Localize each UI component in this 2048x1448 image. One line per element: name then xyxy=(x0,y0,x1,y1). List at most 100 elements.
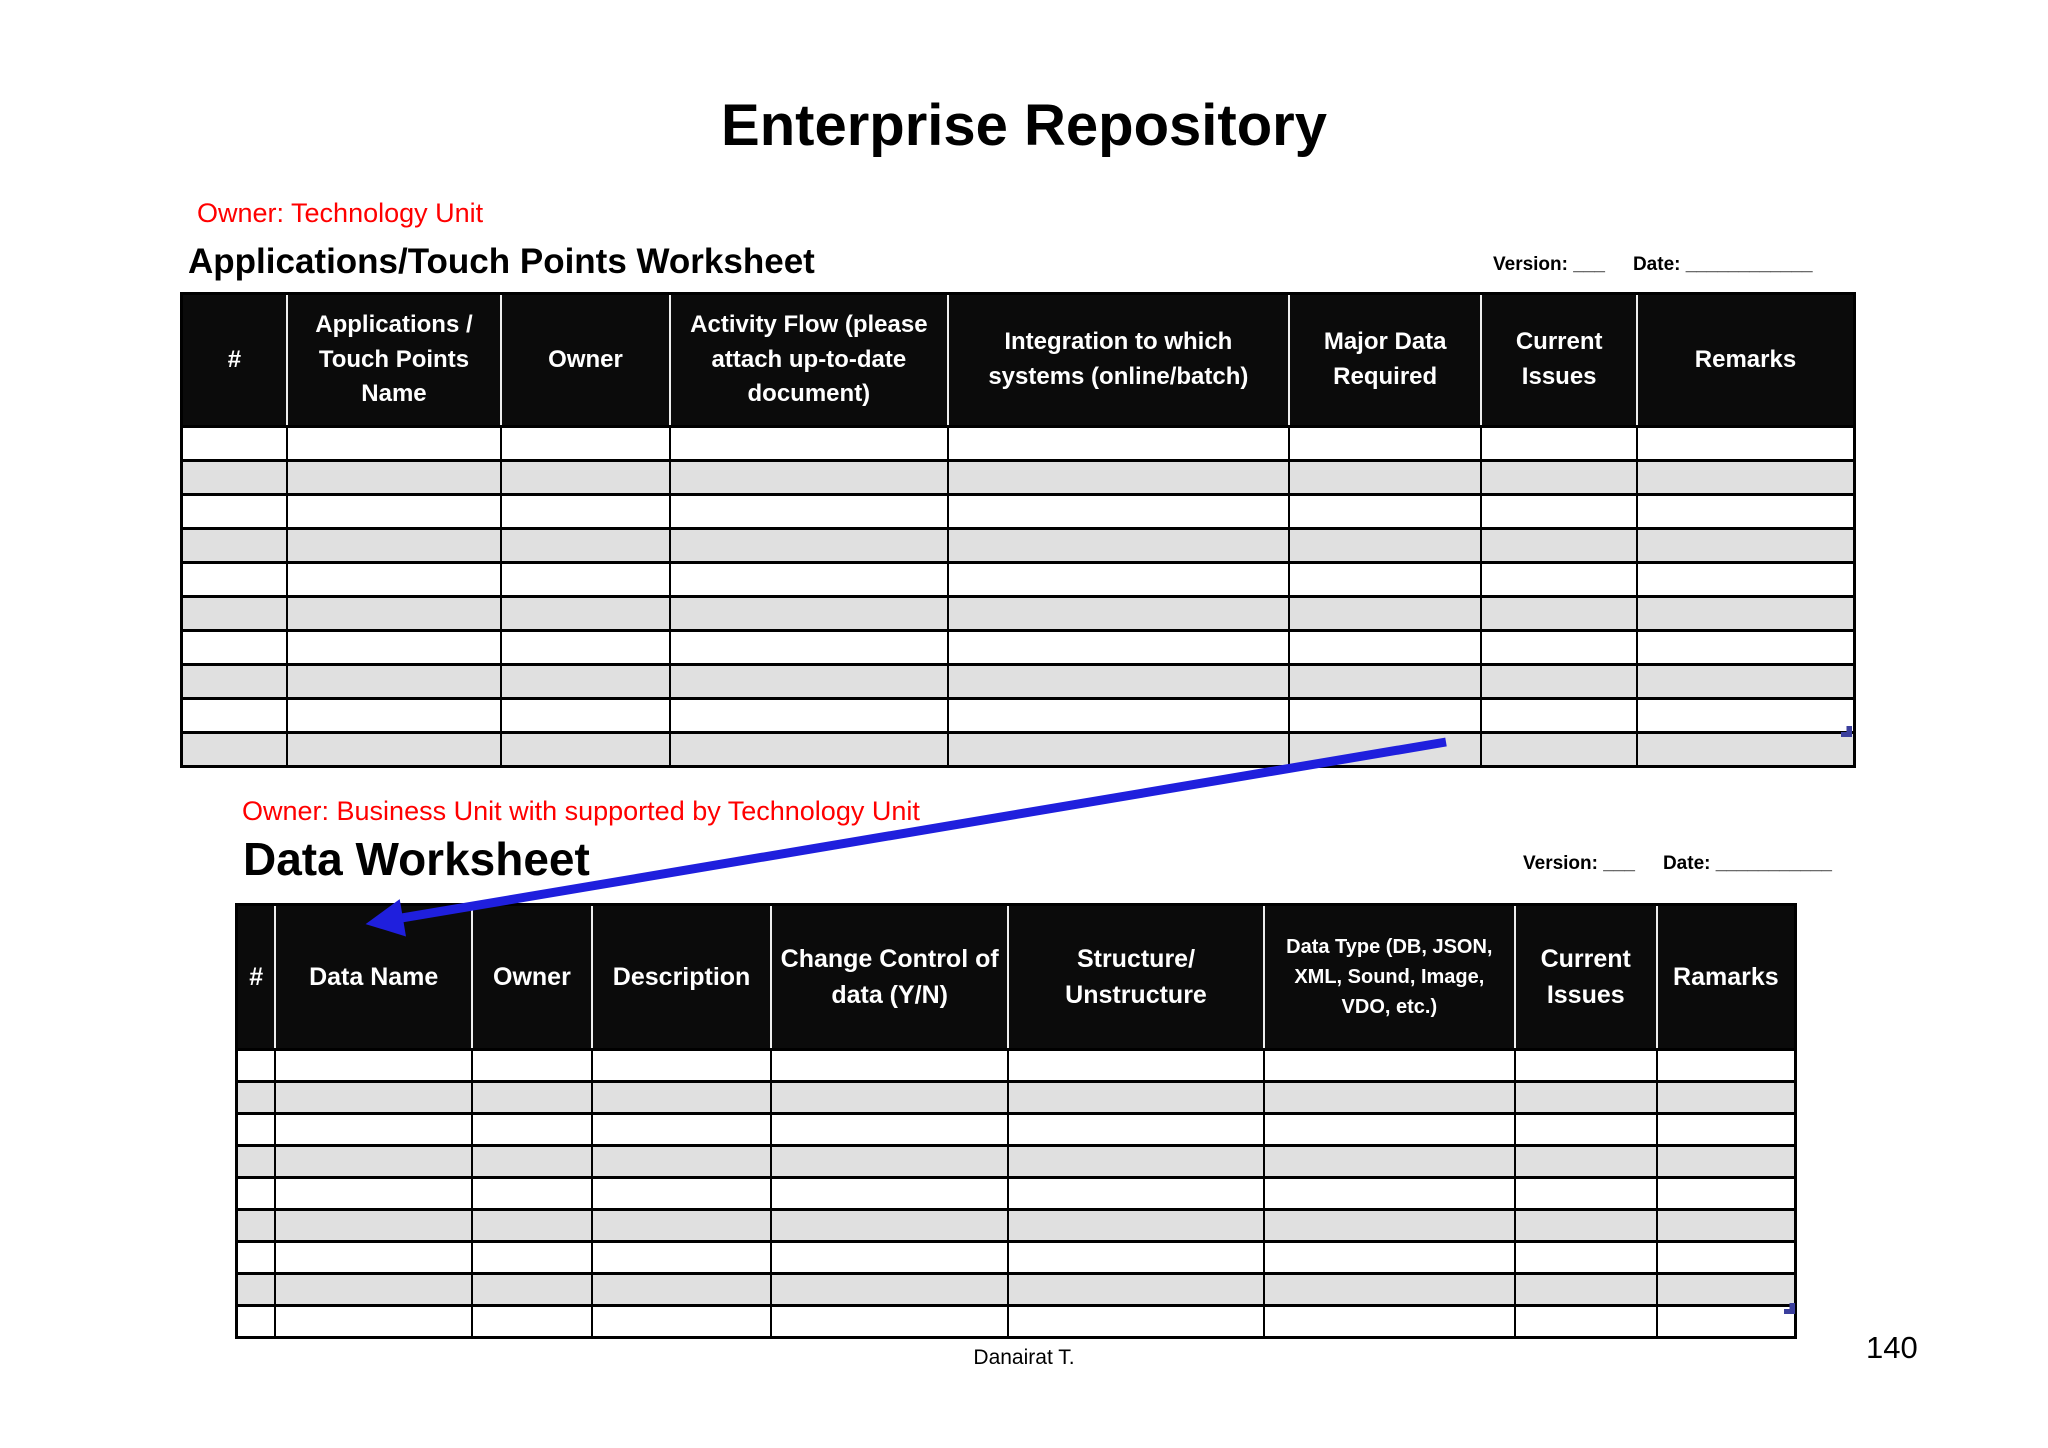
empty-cell xyxy=(180,663,288,700)
empty-cell xyxy=(1655,1048,1797,1083)
empty-cell xyxy=(1287,595,1483,632)
empty-cell xyxy=(500,595,671,632)
empty-cell xyxy=(470,1304,593,1339)
empty-cell xyxy=(1480,663,1638,700)
empty-cell xyxy=(946,527,1290,564)
date-label: Date: ____________ xyxy=(1632,254,1813,275)
empty-cell xyxy=(1287,697,1483,734)
empty-cell xyxy=(770,1112,1010,1147)
empty-cell xyxy=(235,1208,277,1243)
column-header: Remarks xyxy=(1635,292,1856,428)
column-header: Integration to which systems (online/bat… xyxy=(946,292,1290,428)
empty-cell xyxy=(1655,1112,1797,1147)
empty-cell xyxy=(946,425,1290,462)
empty-cell xyxy=(235,1080,277,1115)
empty-cell xyxy=(500,459,671,496)
empty-cell xyxy=(180,527,288,564)
empty-cell xyxy=(770,1240,1010,1275)
empty-cell xyxy=(1513,1048,1658,1083)
empty-cell xyxy=(180,731,288,768)
column-header: Change Control of data (Y/N) xyxy=(770,903,1010,1051)
empty-cell xyxy=(770,1080,1010,1115)
empty-cell xyxy=(1635,629,1856,666)
empty-cell xyxy=(770,1304,1010,1339)
empty-cell xyxy=(1262,1048,1516,1083)
empty-cell xyxy=(274,1112,473,1147)
empty-cell xyxy=(274,1080,473,1115)
empty-cell xyxy=(1513,1272,1658,1307)
empty-cell xyxy=(274,1144,473,1179)
table-row xyxy=(235,1048,1797,1083)
table-row xyxy=(180,459,1856,496)
empty-cell xyxy=(590,1048,773,1083)
table-row xyxy=(180,663,1856,700)
empty-cell xyxy=(669,561,949,598)
empty-cell xyxy=(1262,1240,1516,1275)
empty-cell xyxy=(1287,561,1483,598)
column-header: Data Type (DB, JSON, XML, Sound, Image, … xyxy=(1262,903,1516,1051)
table-row xyxy=(235,1176,1797,1211)
empty-cell xyxy=(1262,1176,1516,1211)
empty-cell xyxy=(770,1144,1010,1179)
empty-cell xyxy=(946,731,1290,768)
corner-mark-icon xyxy=(1784,1303,1795,1314)
empty-cell xyxy=(590,1112,773,1147)
empty-cell xyxy=(285,425,503,462)
empty-cell xyxy=(1287,425,1483,462)
empty-cell xyxy=(285,663,503,700)
empty-cell xyxy=(274,1048,473,1083)
empty-cell xyxy=(1513,1176,1658,1211)
empty-cell xyxy=(590,1208,773,1243)
column-header: Ramarks xyxy=(1655,903,1797,1051)
column-header: Data Name xyxy=(274,903,473,1051)
empty-cell xyxy=(1287,493,1483,530)
column-header: # xyxy=(180,292,288,428)
empty-cell xyxy=(1513,1208,1658,1243)
empty-cell xyxy=(285,731,503,768)
section-heading-applications-worksheet: Applications/Touch Points Worksheet xyxy=(188,242,815,281)
empty-cell xyxy=(500,731,671,768)
column-header: Applications / Touch Points Name xyxy=(285,292,503,428)
column-header: Current Issues xyxy=(1513,903,1658,1051)
empty-cell xyxy=(1007,1304,1265,1339)
table-row xyxy=(235,1144,1797,1179)
empty-cell xyxy=(669,493,949,530)
empty-cell xyxy=(669,731,949,768)
date-label: Date: ___________ xyxy=(1662,853,1832,874)
empty-cell xyxy=(669,459,949,496)
empty-cell xyxy=(180,561,288,598)
empty-cell xyxy=(946,663,1290,700)
empty-cell xyxy=(470,1144,593,1179)
column-header: Current Issues xyxy=(1480,292,1638,428)
empty-cell xyxy=(669,697,949,734)
empty-cell xyxy=(1513,1240,1658,1275)
empty-cell xyxy=(274,1304,473,1339)
empty-cell xyxy=(1007,1240,1265,1275)
empty-cell xyxy=(1007,1144,1265,1179)
owner-label-technology-unit: Owner: Technology Unit xyxy=(197,198,484,228)
empty-cell xyxy=(500,425,671,462)
empty-cell xyxy=(946,561,1290,598)
empty-cell xyxy=(1635,697,1856,734)
empty-cell xyxy=(1480,595,1638,632)
empty-cell xyxy=(1635,663,1856,700)
empty-cell xyxy=(770,1272,1010,1307)
version-date-line: Version: ___Date: ___________ xyxy=(1523,853,1832,875)
empty-cell xyxy=(669,629,949,666)
empty-cell xyxy=(669,425,949,462)
empty-cell xyxy=(180,629,288,666)
empty-cell xyxy=(274,1176,473,1211)
version-date-line: Version: ___Date: ____________ xyxy=(1493,254,1813,276)
empty-cell xyxy=(770,1176,1010,1211)
empty-cell xyxy=(470,1240,593,1275)
empty-cell xyxy=(1262,1272,1516,1307)
empty-cell xyxy=(1287,731,1483,768)
empty-cell xyxy=(500,561,671,598)
empty-cell xyxy=(946,595,1290,632)
empty-cell xyxy=(180,493,288,530)
empty-cell xyxy=(669,595,949,632)
corner-mark-icon xyxy=(1841,726,1852,737)
empty-cell xyxy=(500,663,671,700)
table-row xyxy=(180,561,1856,598)
table-row xyxy=(180,527,1856,564)
